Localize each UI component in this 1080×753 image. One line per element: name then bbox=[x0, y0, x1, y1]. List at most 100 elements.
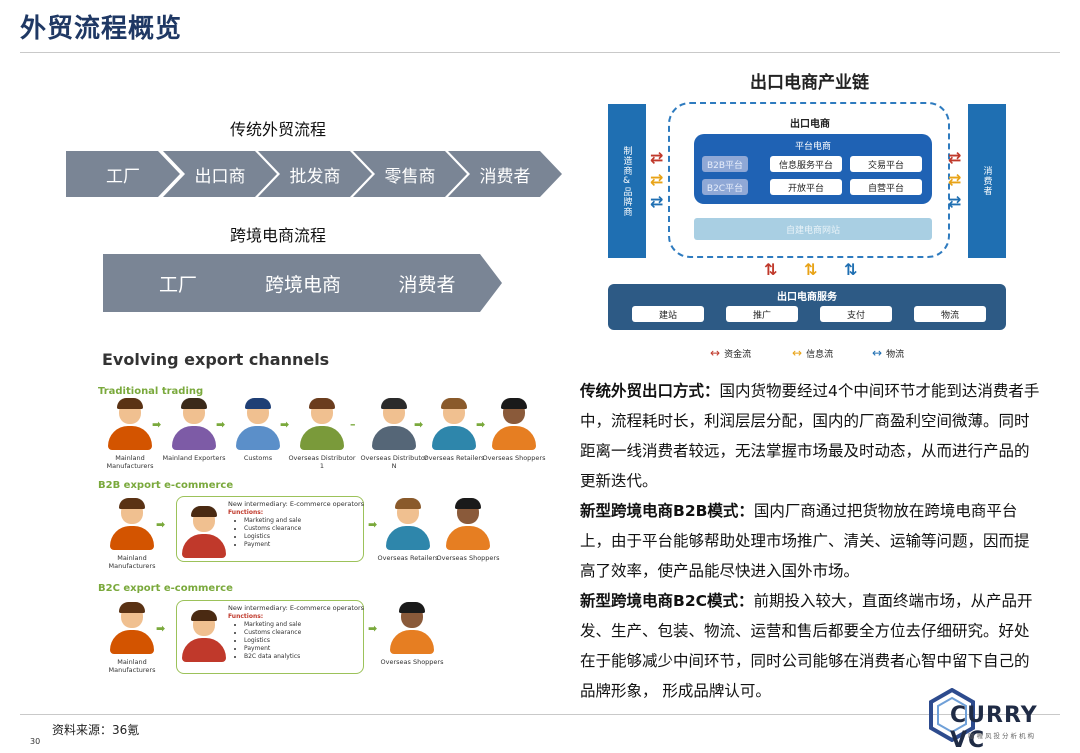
ecom-label: 出口电商 bbox=[790, 119, 830, 130]
flow-step: 工厂 bbox=[103, 254, 253, 312]
function-item: Payment bbox=[244, 645, 301, 653]
consumer-bar: 消费者 bbox=[968, 104, 1006, 258]
b2b-title: B2B export e-commerce bbox=[98, 480, 234, 491]
traditional-trading-title: Traditional trading bbox=[98, 386, 204, 397]
functions-label: Functions: bbox=[228, 509, 264, 516]
intermediary-title: New intermediary: E-commerce operators bbox=[228, 500, 364, 508]
service-item: 支付 bbox=[820, 306, 892, 322]
open-platform: 开放平台 bbox=[770, 179, 842, 195]
b2c-platform: B2C平台 bbox=[702, 179, 748, 195]
manufacturer-bar: 制造商&品牌商 bbox=[608, 104, 646, 258]
intermediary-title: New intermediary: E-commerce operators bbox=[228, 604, 364, 612]
function-item: Logistics bbox=[244, 533, 301, 541]
person-label: Mainland Exporters bbox=[162, 454, 226, 462]
person-figure bbox=[390, 602, 434, 656]
money-arrow-left: ⇄ bbox=[650, 148, 664, 167]
service-item: 推广 bbox=[726, 306, 798, 322]
function-item: Payment bbox=[244, 541, 301, 549]
source-note: 资料来源：36氪 bbox=[52, 723, 140, 737]
logo-name: CURRY VC bbox=[950, 703, 1038, 753]
crossborder-flow-title: 跨境电商流程 bbox=[230, 226, 327, 245]
functions-list: Marketing and saleCustoms clearanceLogis… bbox=[234, 621, 301, 661]
person-figure bbox=[172, 398, 216, 452]
person-label: Overseas Shoppers bbox=[436, 554, 500, 562]
person-label: Mainland Manufacturers bbox=[108, 658, 156, 674]
person-label: Mainland Manufacturers bbox=[108, 554, 156, 570]
logistics-arrow-right: ⇄ bbox=[948, 192, 962, 211]
flow-step: 出口商 bbox=[163, 151, 277, 197]
page-number: 30 bbox=[30, 737, 41, 746]
logo-subtitle: 咖喱风投分析机构 bbox=[968, 732, 1036, 740]
paragraph-b2b: 新型跨境电商B2B模式：国内厂商通过把货物放在跨境电商平台上，由于平台能够帮助处… bbox=[580, 502, 1030, 580]
evolving-title: Evolving export channels bbox=[102, 350, 330, 369]
arrow-icon: ➡ bbox=[414, 418, 424, 431]
functions-list: Marketing and saleCustoms clearanceLogis… bbox=[234, 517, 301, 549]
arrow-icon: ➡ bbox=[156, 518, 166, 531]
selfrun-platform: 自营平台 bbox=[850, 179, 922, 195]
paragraph-b2c: 新型跨境电商B2C模式：前期投入较大，直面终端市场，从产品开发、生产、包装、物流… bbox=[580, 592, 1033, 700]
functions-label: Functions: bbox=[228, 613, 264, 620]
person-figure bbox=[236, 398, 280, 452]
function-item: Customs clearance bbox=[244, 525, 301, 533]
legend-arrow-icon: ↔ bbox=[710, 346, 721, 360]
platform-label: 平台电商 bbox=[794, 142, 831, 152]
arrow-icon: ➡ bbox=[368, 518, 378, 531]
legend-arrow-icon: ↔ bbox=[872, 346, 883, 360]
flow-step: 工厂 bbox=[66, 151, 180, 197]
chain-title: 出口电商产业链 bbox=[750, 73, 869, 93]
b2c-title: B2C export e-commerce bbox=[98, 583, 233, 594]
arrow-icon: ➡ bbox=[280, 418, 290, 431]
info-arrow-right: ⇄ bbox=[948, 170, 962, 189]
flow-step: 跨境电商 bbox=[228, 254, 378, 312]
arrow-icon: – bbox=[350, 418, 356, 431]
person-figure bbox=[492, 398, 536, 452]
money-arrow-right: ⇄ bbox=[948, 148, 962, 167]
ecom-dashed-frame bbox=[668, 102, 950, 258]
person-figure bbox=[110, 498, 154, 552]
person-figure bbox=[182, 610, 226, 664]
function-item: Marketing and sale bbox=[244, 517, 301, 525]
curry-logo-icon bbox=[929, 688, 975, 742]
arrow-icon: ➡ bbox=[216, 418, 226, 431]
platform-box: 平台电商 B2B平台 B2C平台 信息服务平台 交易平台 开放平台 自营平台 bbox=[694, 134, 932, 204]
service-label: 出口电商服务 bbox=[777, 292, 837, 303]
arrow-icon: ➡ bbox=[156, 622, 166, 635]
trade-platform: 交易平台 bbox=[850, 156, 922, 172]
legend-info: ↔信息流 bbox=[792, 346, 834, 360]
person-label: Overseas Distributor N bbox=[360, 454, 428, 470]
person-figure bbox=[446, 498, 490, 552]
person-figure bbox=[110, 602, 154, 656]
money-arrow-down: ⇅ bbox=[764, 260, 778, 279]
function-item: Marketing and sale bbox=[244, 621, 301, 629]
flow-step: 消费者 bbox=[448, 151, 562, 197]
service-box: 出口电商服务 建站 推广 支付 物流 bbox=[608, 284, 1006, 330]
person-figure bbox=[182, 506, 226, 560]
person-label: Customs bbox=[243, 454, 273, 462]
b2b-platform: B2B平台 bbox=[702, 156, 748, 172]
paragraph-traditional: 传统外贸出口方式：国内货物要经过4个中间环节才能到达消费者手中，流程耗时长，利润… bbox=[580, 382, 1040, 490]
person-label: Overseas Retailers bbox=[377, 554, 439, 562]
self-site: 自建电商网站 bbox=[694, 218, 932, 240]
function-item: Customs clearance bbox=[244, 629, 301, 637]
function-item: Logistics bbox=[244, 637, 301, 645]
flow-step: 消费者 bbox=[352, 254, 502, 312]
service-item: 建站 bbox=[632, 306, 704, 322]
person-label: Overseas Shoppers bbox=[482, 454, 546, 462]
logistics-arrow-down: ⇅ bbox=[844, 260, 858, 279]
person-label: Mainland Manufacturers bbox=[106, 454, 154, 470]
arrow-icon: ➡ bbox=[368, 622, 378, 635]
footer-divider bbox=[20, 714, 1060, 715]
info-arrow-left: ⇄ bbox=[650, 170, 664, 189]
legend-logistics: ↔物流 bbox=[872, 346, 905, 360]
page-title: 外贸流程概览 bbox=[20, 14, 183, 44]
person-figure bbox=[108, 398, 152, 452]
function-item: B2C data analytics bbox=[244, 653, 301, 661]
person-figure bbox=[386, 498, 430, 552]
person-label: Overseas Distributor 1 bbox=[288, 454, 356, 470]
arrow-icon: ➡ bbox=[152, 418, 162, 431]
person-label: Overseas Retailers bbox=[423, 454, 485, 462]
title-divider bbox=[20, 52, 1060, 53]
legend-arrow-icon: ↔ bbox=[792, 346, 803, 360]
logistics-arrow-left: ⇄ bbox=[650, 192, 664, 211]
person-figure bbox=[432, 398, 476, 452]
